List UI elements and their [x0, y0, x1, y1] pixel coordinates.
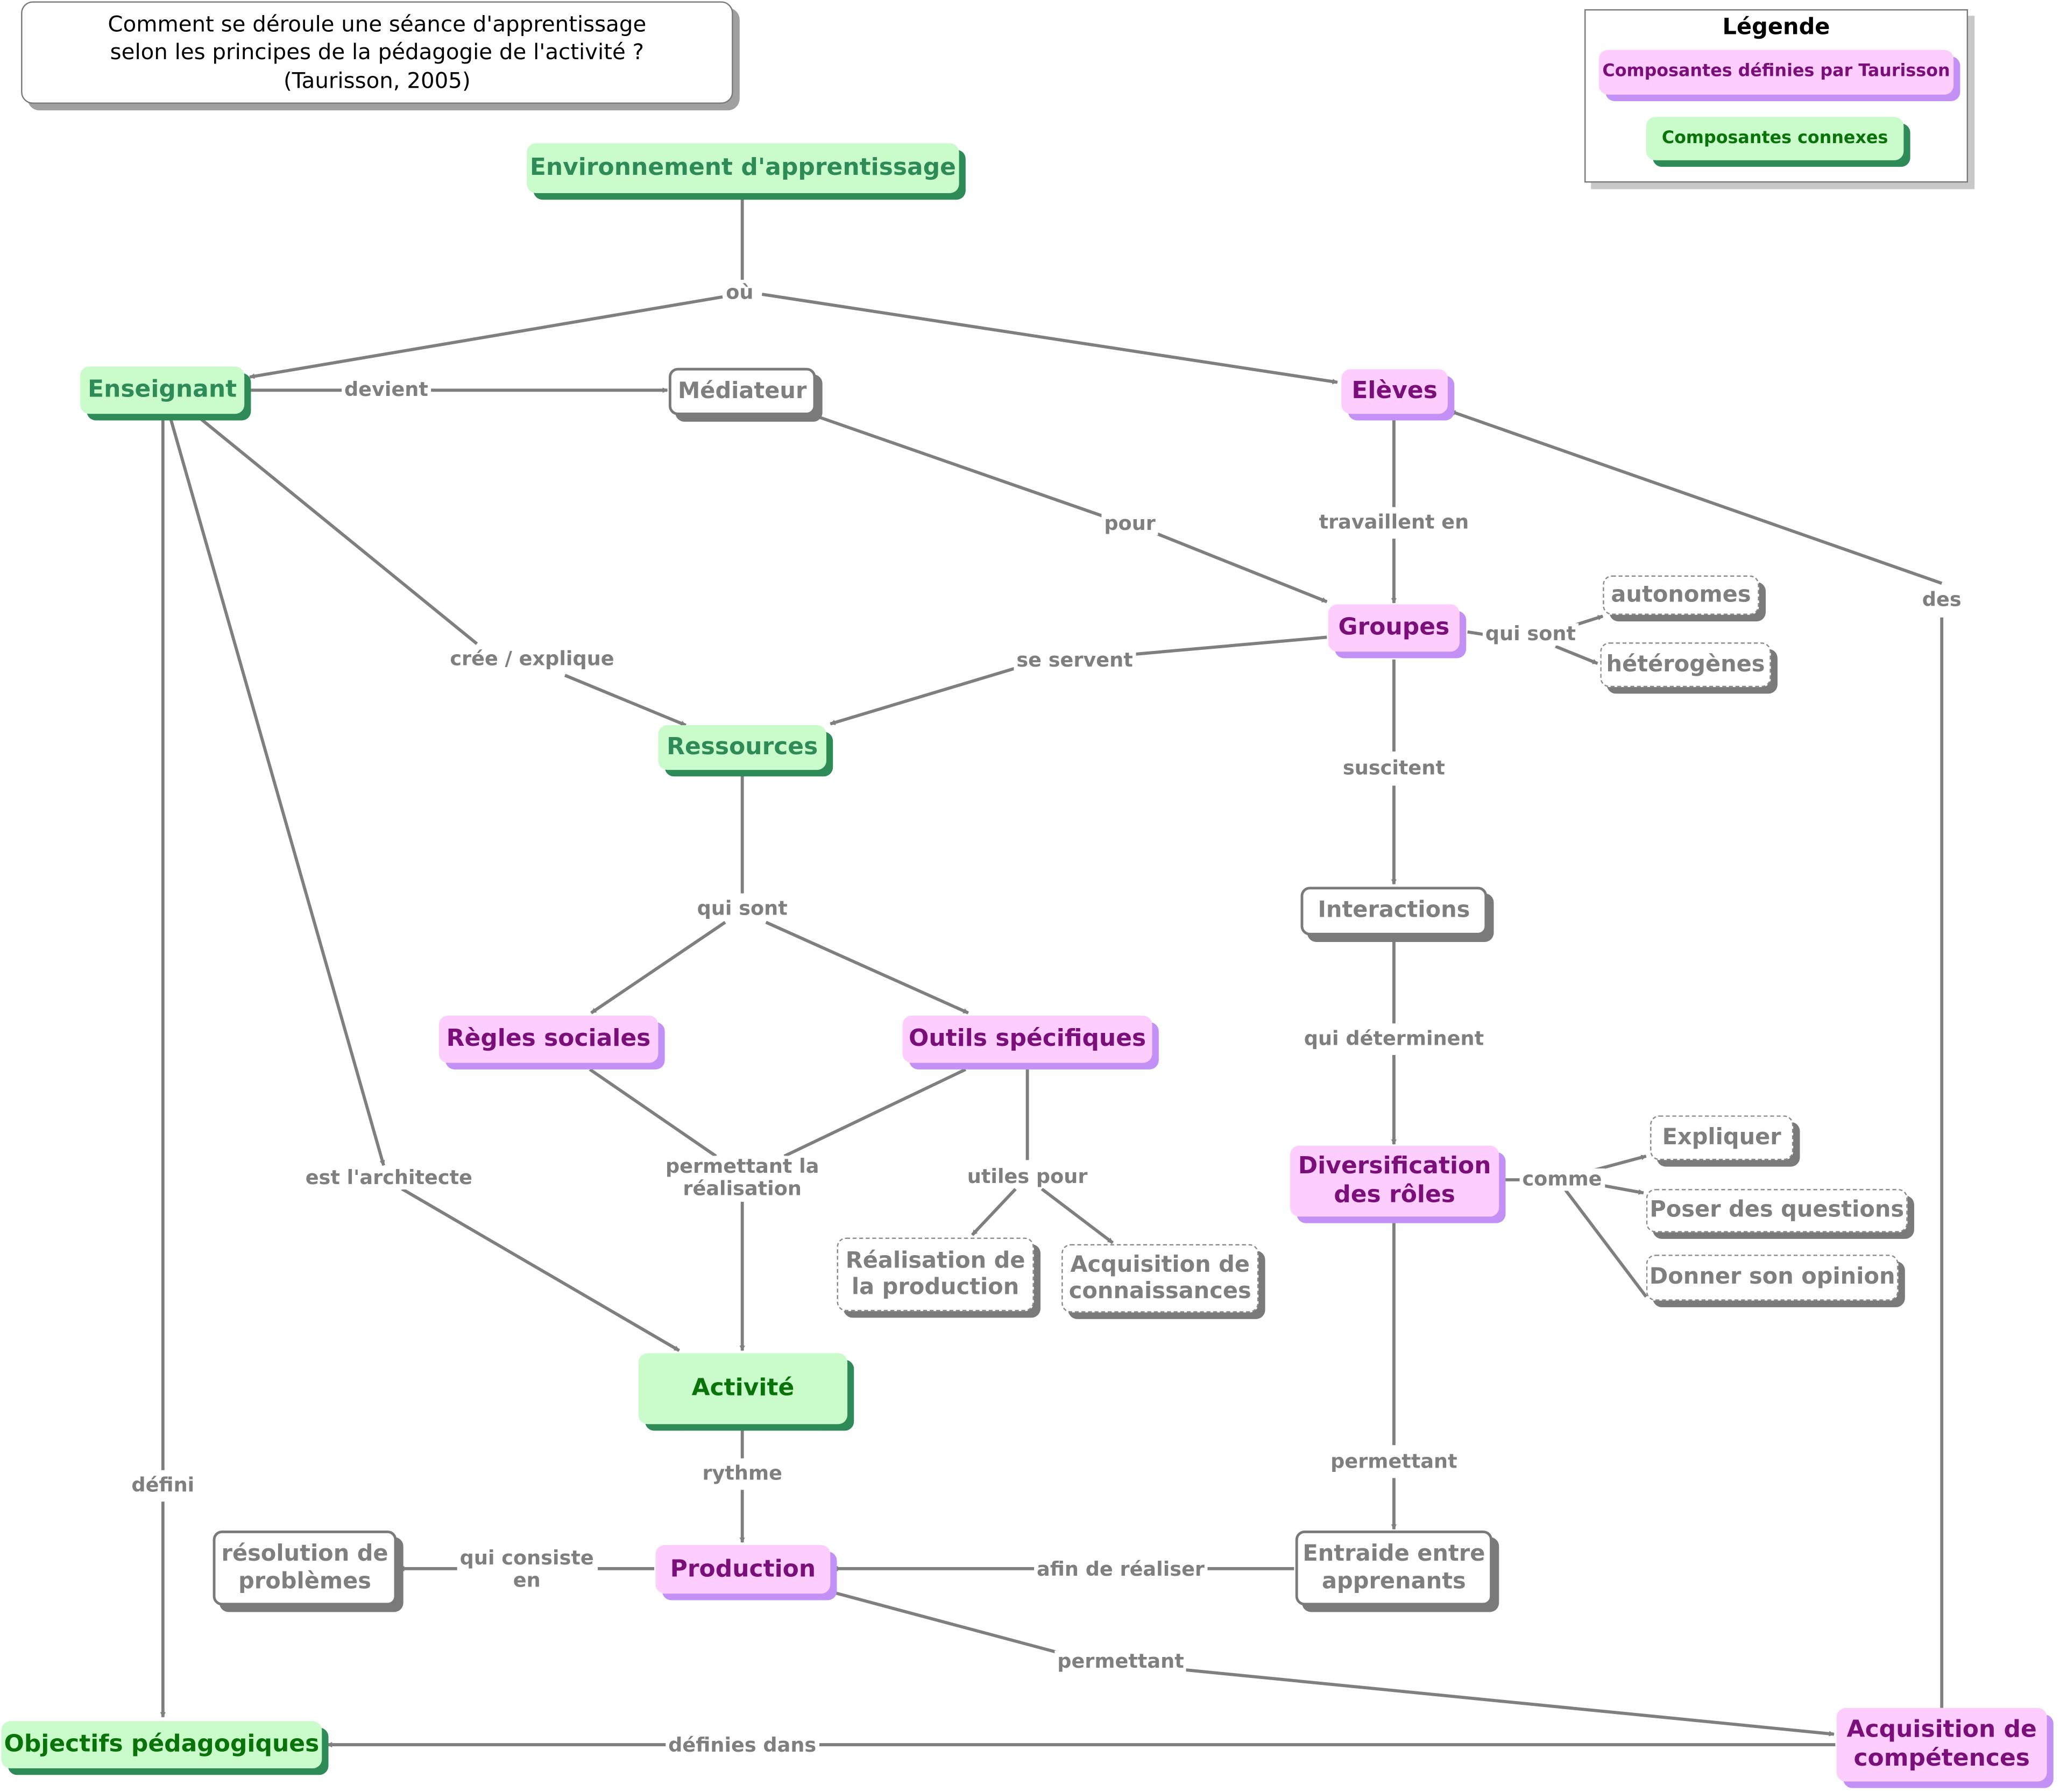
diagram-title-box: Comment se déroule une séance d'apprenti… [21, 1, 733, 104]
line-outils-permettant [783, 1068, 967, 1158]
link-label-travaillent-en: travaillent en [1316, 511, 1472, 535]
node-entraide[interactable]: Entraide entre apprenants [1295, 1531, 1493, 1606]
node-outils-specifiques[interactable]: Outils spécifiques [902, 1015, 1152, 1063]
line-enseignant-cree [200, 417, 478, 645]
link-label-cree-explique: crée / explique [447, 647, 617, 671]
link-label-se-servent: se servent [1014, 648, 1136, 672]
node-autonomes[interactable]: autonomes [1603, 575, 1759, 615]
link-label-permettant-competences: permettant [1054, 1649, 1187, 1674]
link-label-ou: où [723, 281, 756, 304]
line-regles-permettant [589, 1068, 717, 1158]
node-objectifs-pedagogiques[interactable]: Objectifs pédagogiques [1, 1721, 322, 1769]
line-quisont-heterogenes [1555, 644, 1598, 665]
line-comme-poser [1599, 1183, 1644, 1195]
node-acquisition-competences[interactable]: Acquisition de compétences [1836, 1708, 2047, 1782]
node-mediateur[interactable]: Médiateur [668, 367, 816, 415]
line-des-eleves [1449, 409, 1943, 585]
link-label-permettant-entraide: permettant [1328, 1450, 1460, 1474]
node-groupes[interactable]: Groupes [1328, 604, 1460, 652]
node-regles-sociales[interactable]: Règles sociales [438, 1015, 659, 1063]
line-mediateur-pour [816, 415, 1105, 518]
legend-title: Légende [1722, 14, 1830, 41]
node-expliquer[interactable]: Expliquer [1650, 1115, 1794, 1160]
link-label-qui-determinent: qui déterminent [1301, 1027, 1486, 1051]
node-production[interactable]: Production [655, 1545, 831, 1594]
node-eleves[interactable]: Elèves [1341, 369, 1448, 414]
line-quisont-autonomes [1573, 614, 1604, 627]
line-ou-eleves [761, 293, 1338, 385]
line-comme-donner [1563, 1188, 1648, 1298]
line-utiles-realisation [971, 1188, 1017, 1236]
node-heterogenes[interactable]: hétérogènes [1600, 642, 1771, 688]
node-environnement[interactable]: Environnement d'apprentissage [527, 143, 959, 193]
link-label-utiles-pour: utiles pour [964, 1165, 1091, 1189]
link-label-permettant-realisation: permettant la réalisation [663, 1155, 822, 1201]
line-groupes-quisont [1467, 630, 1485, 636]
line-comme-expliquer [1591, 1154, 1647, 1172]
link-label-est-architecte: est l'architecte [302, 1166, 475, 1190]
legend-item-connexes: Composantes connexes [1646, 117, 1904, 160]
link-label-rythme: rythme [699, 1462, 785, 1486]
link-label-des: des [1919, 588, 1964, 612]
link-label-pour: pour [1101, 512, 1158, 536]
node-interactions[interactable]: Interactions [1300, 887, 1488, 936]
line-enseignant-architecte [169, 419, 385, 1166]
line-pour-groupes [1155, 532, 1328, 604]
line-quisont-outils [765, 920, 969, 1015]
legend-item-taurisson: Composantes définies par Taurisson [1598, 49, 1954, 95]
link-label-definies-dans: définies dans [666, 1734, 819, 1758]
line-architecte-activite [401, 1187, 680, 1352]
node-poser-questions[interactable]: Poser des questions [1646, 1189, 1908, 1233]
node-resolution-problemes[interactable]: résolution de problèmes [213, 1531, 397, 1606]
link-label-comme: comme [1519, 1167, 1605, 1192]
legend-box: Légende Composantes définies par Tauriss… [1584, 9, 1969, 183]
node-ressources[interactable]: Ressources [658, 725, 826, 770]
link-label-defini: défini [129, 1474, 197, 1498]
link-label-devient: devient [342, 378, 431, 402]
line-quisont-regles [590, 920, 726, 1015]
line-utiles-acqconn [1040, 1187, 1114, 1244]
diagram-title: Comment se déroule une séance d'apprenti… [108, 11, 647, 93]
node-realisation-production[interactable]: Réalisation de la production [837, 1237, 1034, 1312]
node-activite[interactable]: Activité [638, 1353, 848, 1425]
node-donner-opinion[interactable]: Donner son opinion [1646, 1255, 1899, 1301]
line-production-permettant [832, 1590, 1059, 1654]
line-ou-enseignant [249, 295, 723, 379]
line-cree-ressources [564, 674, 686, 727]
node-diversification[interactable]: Diversification des rôles [1290, 1145, 1499, 1217]
node-acquisition-connaissances[interactable]: Acquisition de connaissances [1061, 1244, 1259, 1313]
line-seservent-ressources [830, 665, 1019, 726]
link-label-suscitent: suscitent [1340, 756, 1448, 780]
line-groupes-seservent [1134, 635, 1327, 656]
line-permettant-competences [1185, 1668, 1835, 1737]
link-label-afin-de-realiser: afin de réaliser [1034, 1557, 1207, 1582]
link-label-qui-sont-groupes: qui sont [1482, 622, 1578, 646]
node-enseignant[interactable]: Enseignant [80, 366, 245, 414]
link-label-qui-sont-ressources: qui sont [694, 897, 790, 920]
link-label-qui-consiste-en: qui consiste en [457, 1547, 597, 1593]
